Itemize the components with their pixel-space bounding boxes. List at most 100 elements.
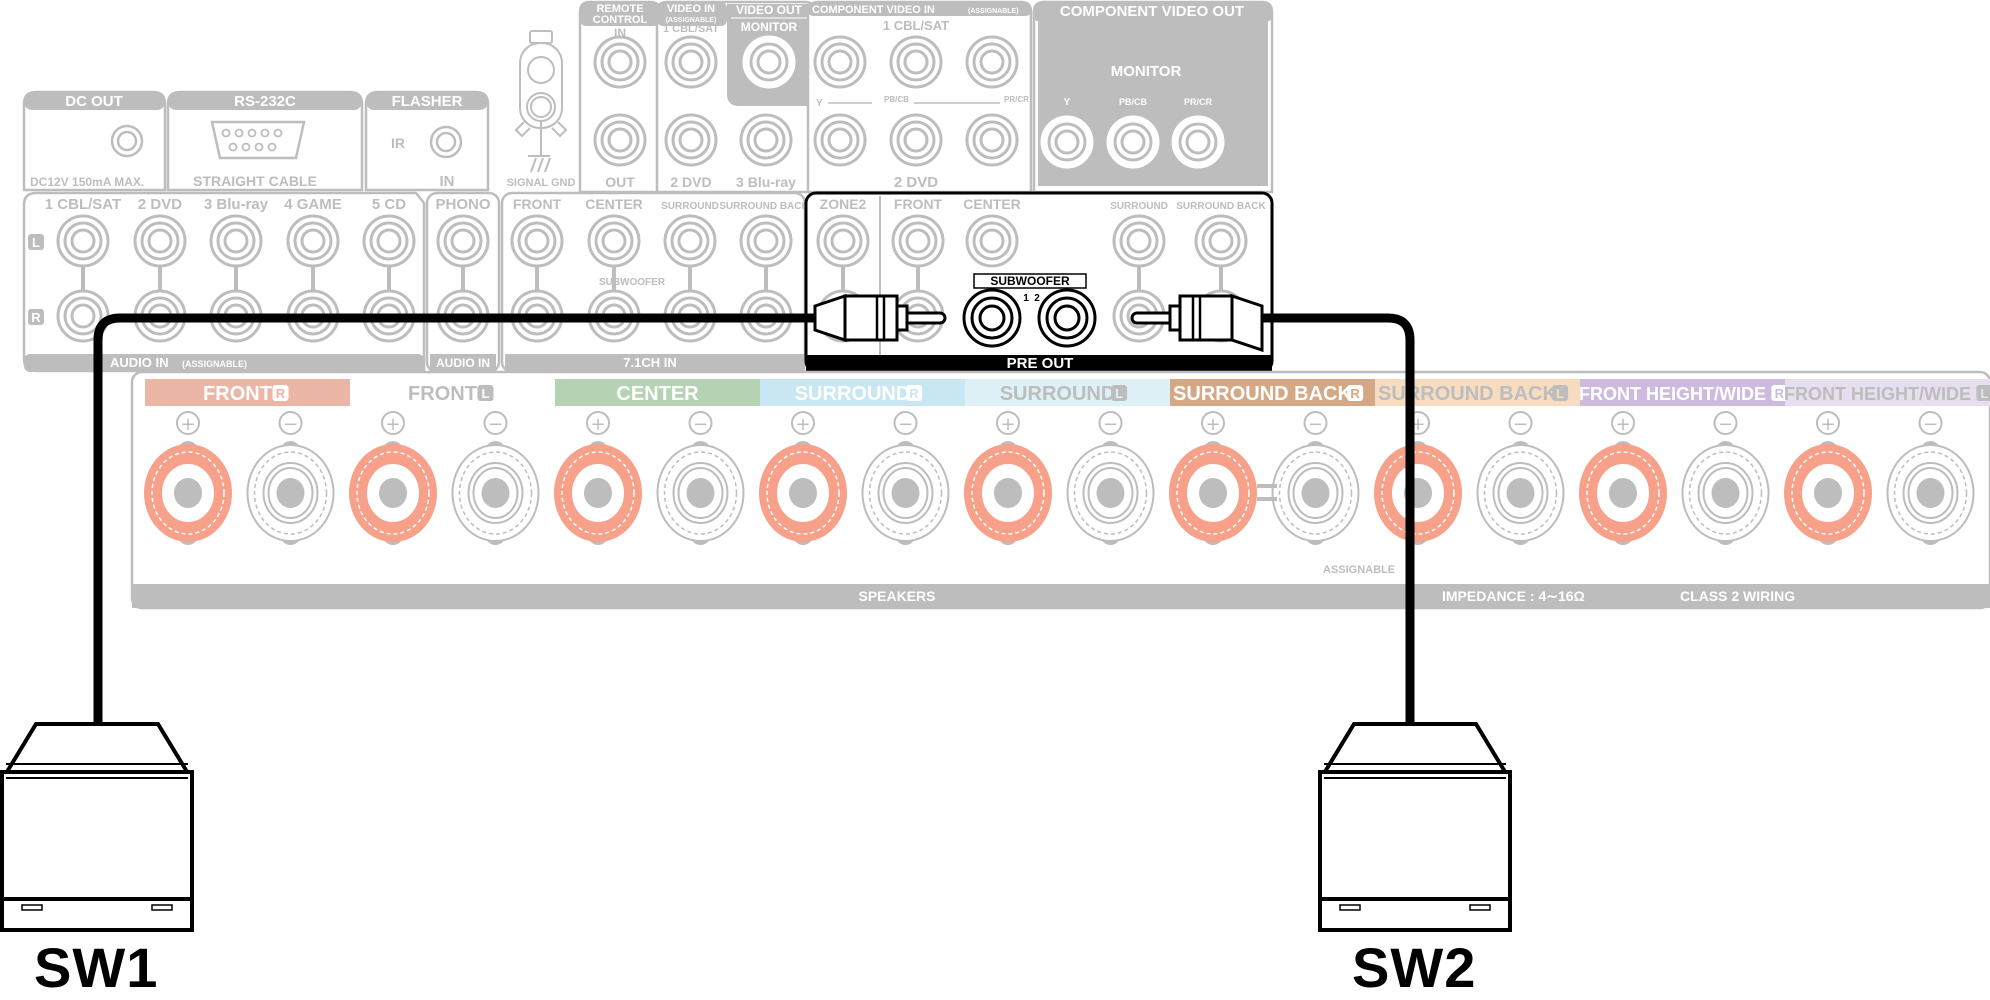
l-badge [28, 234, 44, 250]
video-in-1: 1 CBL/SAT [663, 23, 719, 35]
component-in-pb: PB/CB [884, 95, 909, 104]
video-out-monitor: MONITOR [741, 20, 798, 34]
speaker-channel-name: SURROUND BACK [1378, 383, 1557, 405]
side-badge-text: R [909, 386, 919, 401]
audio-in-footer-sub: (ASSIGNABLE) [182, 359, 247, 369]
subwoofer-1-label: 1 [1023, 293, 1029, 304]
speaker-terminal-plus: + [964, 411, 1052, 545]
video-in-title: VIDEO IN [667, 3, 715, 15]
minus-icon: − [1718, 414, 1733, 435]
rs232c-note: STRAIGHT CABLE [193, 173, 317, 189]
plus-icon: + [1205, 414, 1220, 435]
component-out-pb: PB/CB [1119, 97, 1148, 107]
speaker-channel-name: SURROUND BACK [1173, 383, 1352, 405]
speaker-terminal-minus: − [1271, 411, 1360, 545]
plus-icon: + [795, 414, 810, 435]
ch71-surround: SURROUND [661, 201, 719, 212]
pre-out-surround-back: SURROUND BACK [1176, 201, 1266, 212]
minus-icon: − [488, 414, 503, 435]
wiring-label: CLASS 2 WIRING [1680, 588, 1795, 604]
audio-in-jack-l [56, 214, 110, 268]
subwoofer-cable-2 [1130, 293, 1415, 724]
flasher-ir: IR [391, 135, 405, 151]
speaker-terminal-minus: − [861, 411, 950, 545]
video-out-panel: VIDEO OUT MONITOR [727, 3, 815, 106]
speaker-channel-name: FRONT [408, 383, 477, 405]
speaker-terminal-minus: − [1476, 411, 1565, 545]
component-out-monitor: MONITOR [1111, 63, 1182, 80]
speaker-terminal-plus: + [144, 411, 232, 545]
audio-in-footer: AUDIO IN [110, 355, 169, 370]
pre-out-panel: PRE OUT ZONE2 FRONT CENTER SURROUND SURR… [804, 191, 1274, 373]
subwoofer-1-jack[interactable] [962, 288, 1022, 348]
ch71-in-panel: 7.1CH IN FRONT CENTER SURROUND SURROUND … [500, 191, 809, 374]
component-in-pr: PR/CR [1004, 95, 1029, 104]
speaker-terminal-minus: − [1886, 411, 1975, 545]
dc-out-note: DC12V 150mA MAX. [30, 175, 144, 189]
speaker-channel-name: SURROUND [795, 383, 911, 405]
pre-out-zone2: ZONE2 [820, 196, 867, 212]
audio-in-label: 2 DVD [138, 196, 182, 213]
component-in-title: COMPONENT VIDEO IN [812, 4, 935, 16]
side-badge [1976, 385, 1990, 401]
speaker-channel-name: FRONT HEIGHT/WIDE [1784, 384, 1971, 404]
serial-port-icon [210, 120, 306, 160]
video-in-2: 2 DVD [670, 174, 711, 190]
signal-gnd: SIGNAL GND [507, 30, 575, 189]
plus-icon: + [1000, 414, 1015, 435]
ch71-front: FRONT [513, 196, 562, 212]
pre-out-jack [1112, 214, 1166, 268]
flasher-in: IN [440, 173, 455, 190]
side-badge-text: R [276, 386, 286, 401]
speaker-channel-name: FRONT HEIGHT/WIDE [1579, 384, 1766, 404]
ch71-jack [739, 214, 793, 268]
side-badge-text: L [1980, 386, 1988, 401]
minus-icon: − [1103, 414, 1118, 435]
side-badge [1111, 385, 1128, 401]
speaker-terminal-minus: − [451, 411, 540, 545]
ch71-footer: 7.1CH IN [623, 355, 676, 370]
pre-out-jack [816, 214, 870, 268]
side-badge-text: L [1556, 386, 1564, 401]
sw1-cabinet [0, 770, 194, 932]
subwoofer-sw1 [0, 722, 194, 932]
minus-icon: − [898, 414, 913, 435]
assignable-label: ASSIGNABLE [1323, 564, 1395, 576]
remote-title-2: CONTROL [593, 14, 648, 26]
component-out-pr: PR/CR [1184, 97, 1213, 107]
side-badge [1347, 385, 1364, 401]
side-badge [906, 385, 923, 401]
rs232c-panel: RS-232C STRAIGHT CABLE [166, 90, 364, 192]
speaker-channel-name: SURROUND [1000, 383, 1116, 405]
subwoofer-2-jack[interactable] [1037, 288, 1097, 348]
video-in-3: 3 Blu-ray [736, 174, 796, 190]
side-badge-text: L [482, 386, 490, 401]
rca-plug-1 [843, 294, 899, 342]
sw2-label: SW2 [1352, 936, 1477, 999]
l-badge-text: L [32, 235, 40, 250]
plus-icon: + [385, 414, 400, 435]
audio-in-jack-l [209, 214, 263, 268]
subwoofer-sw2 [1318, 722, 1512, 932]
phono-panel: PHONO AUDIO IN [425, 191, 501, 374]
speaker-channel-label: CENTER [555, 379, 760, 406]
flasher-panel: FLASHER IR IN [364, 90, 490, 192]
ch71-subwoofer: SUBWOOFER [599, 277, 666, 288]
flasher-jack [429, 125, 463, 159]
speaker-channel-name: CENTER [616, 383, 699, 405]
component-in-sub: (ASSIGNABLE) [968, 8, 1019, 15]
ch71-center: CENTER [585, 196, 643, 212]
side-badge-text: R [1350, 386, 1360, 401]
speaker-terminal-minus: − [1681, 411, 1770, 545]
audio-in-jack-l [286, 214, 340, 268]
speaker-channel-label: FRONT HEIGHT/WIDE L [1784, 379, 1990, 406]
component-video-in-panel: COMPONENT VIDEO IN (ASSIGNABLE) 1 CBL/SA… [806, 0, 1033, 194]
plus-icon: + [590, 414, 605, 435]
side-badge [1552, 385, 1569, 401]
subwoofer-label-box [973, 273, 1087, 289]
